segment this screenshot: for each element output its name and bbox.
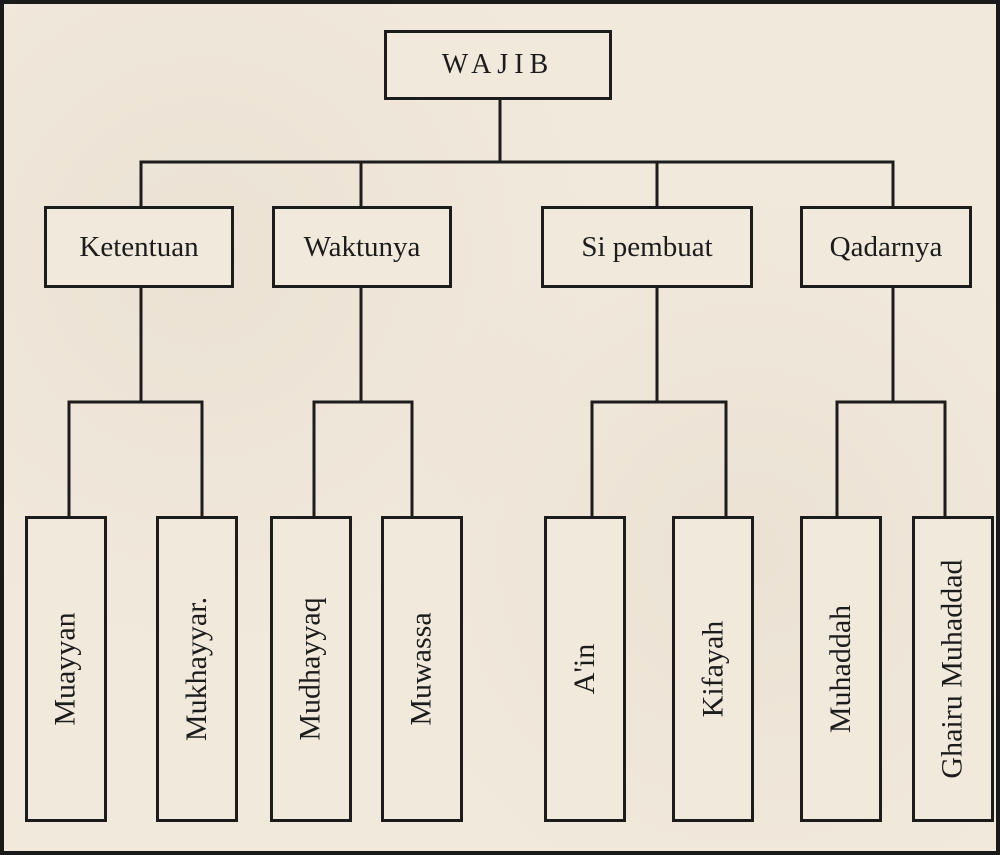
leaf-node-muwassa: Muwassa [381,516,463,822]
leaf-label: Ghairu Muhaddad [936,559,969,779]
root-label: WAJIB [441,49,555,80]
leaf-label: Mudhayyaq [294,597,327,741]
leaf-node-mukhayyar: Mukhayyar. [156,516,238,822]
category-node-ketentuan: Ketentuan [44,206,234,288]
leaf-label: Kifayah [696,620,729,718]
category-label: Ketentuan [79,230,199,263]
leaf-node-muayyan: Muayyan [25,516,107,822]
leaf-node-ghairu-muhaddad: Ghairu Muhaddad [912,516,994,822]
category-label: Qadarnya [829,230,943,263]
leaf-label: A'in [568,643,601,695]
category-label: Waktunya [303,230,421,263]
category-node-qadarnya: Qadarnya [800,206,972,288]
leaf-node-kifayah: Kifayah [672,516,754,822]
category-node-waktunya: Waktunya [272,206,452,288]
leaf-node-mudhayyaq: Mudhayyaq [270,516,352,822]
leaf-label: Muhaddah [824,604,857,734]
leaf-label: Muayyan [49,612,82,726]
root-node: WAJIB [384,30,612,100]
category-node-si-pembuat: Si pembuat [541,206,753,288]
leaf-label: Mukhayyar. [180,596,214,742]
leaf-node-ain: A'in [544,516,626,822]
leaf-node-muhaddah: Muhaddah [800,516,882,822]
category-label: Si pembuat [581,230,713,263]
leaf-label: Muwassa [405,612,439,726]
